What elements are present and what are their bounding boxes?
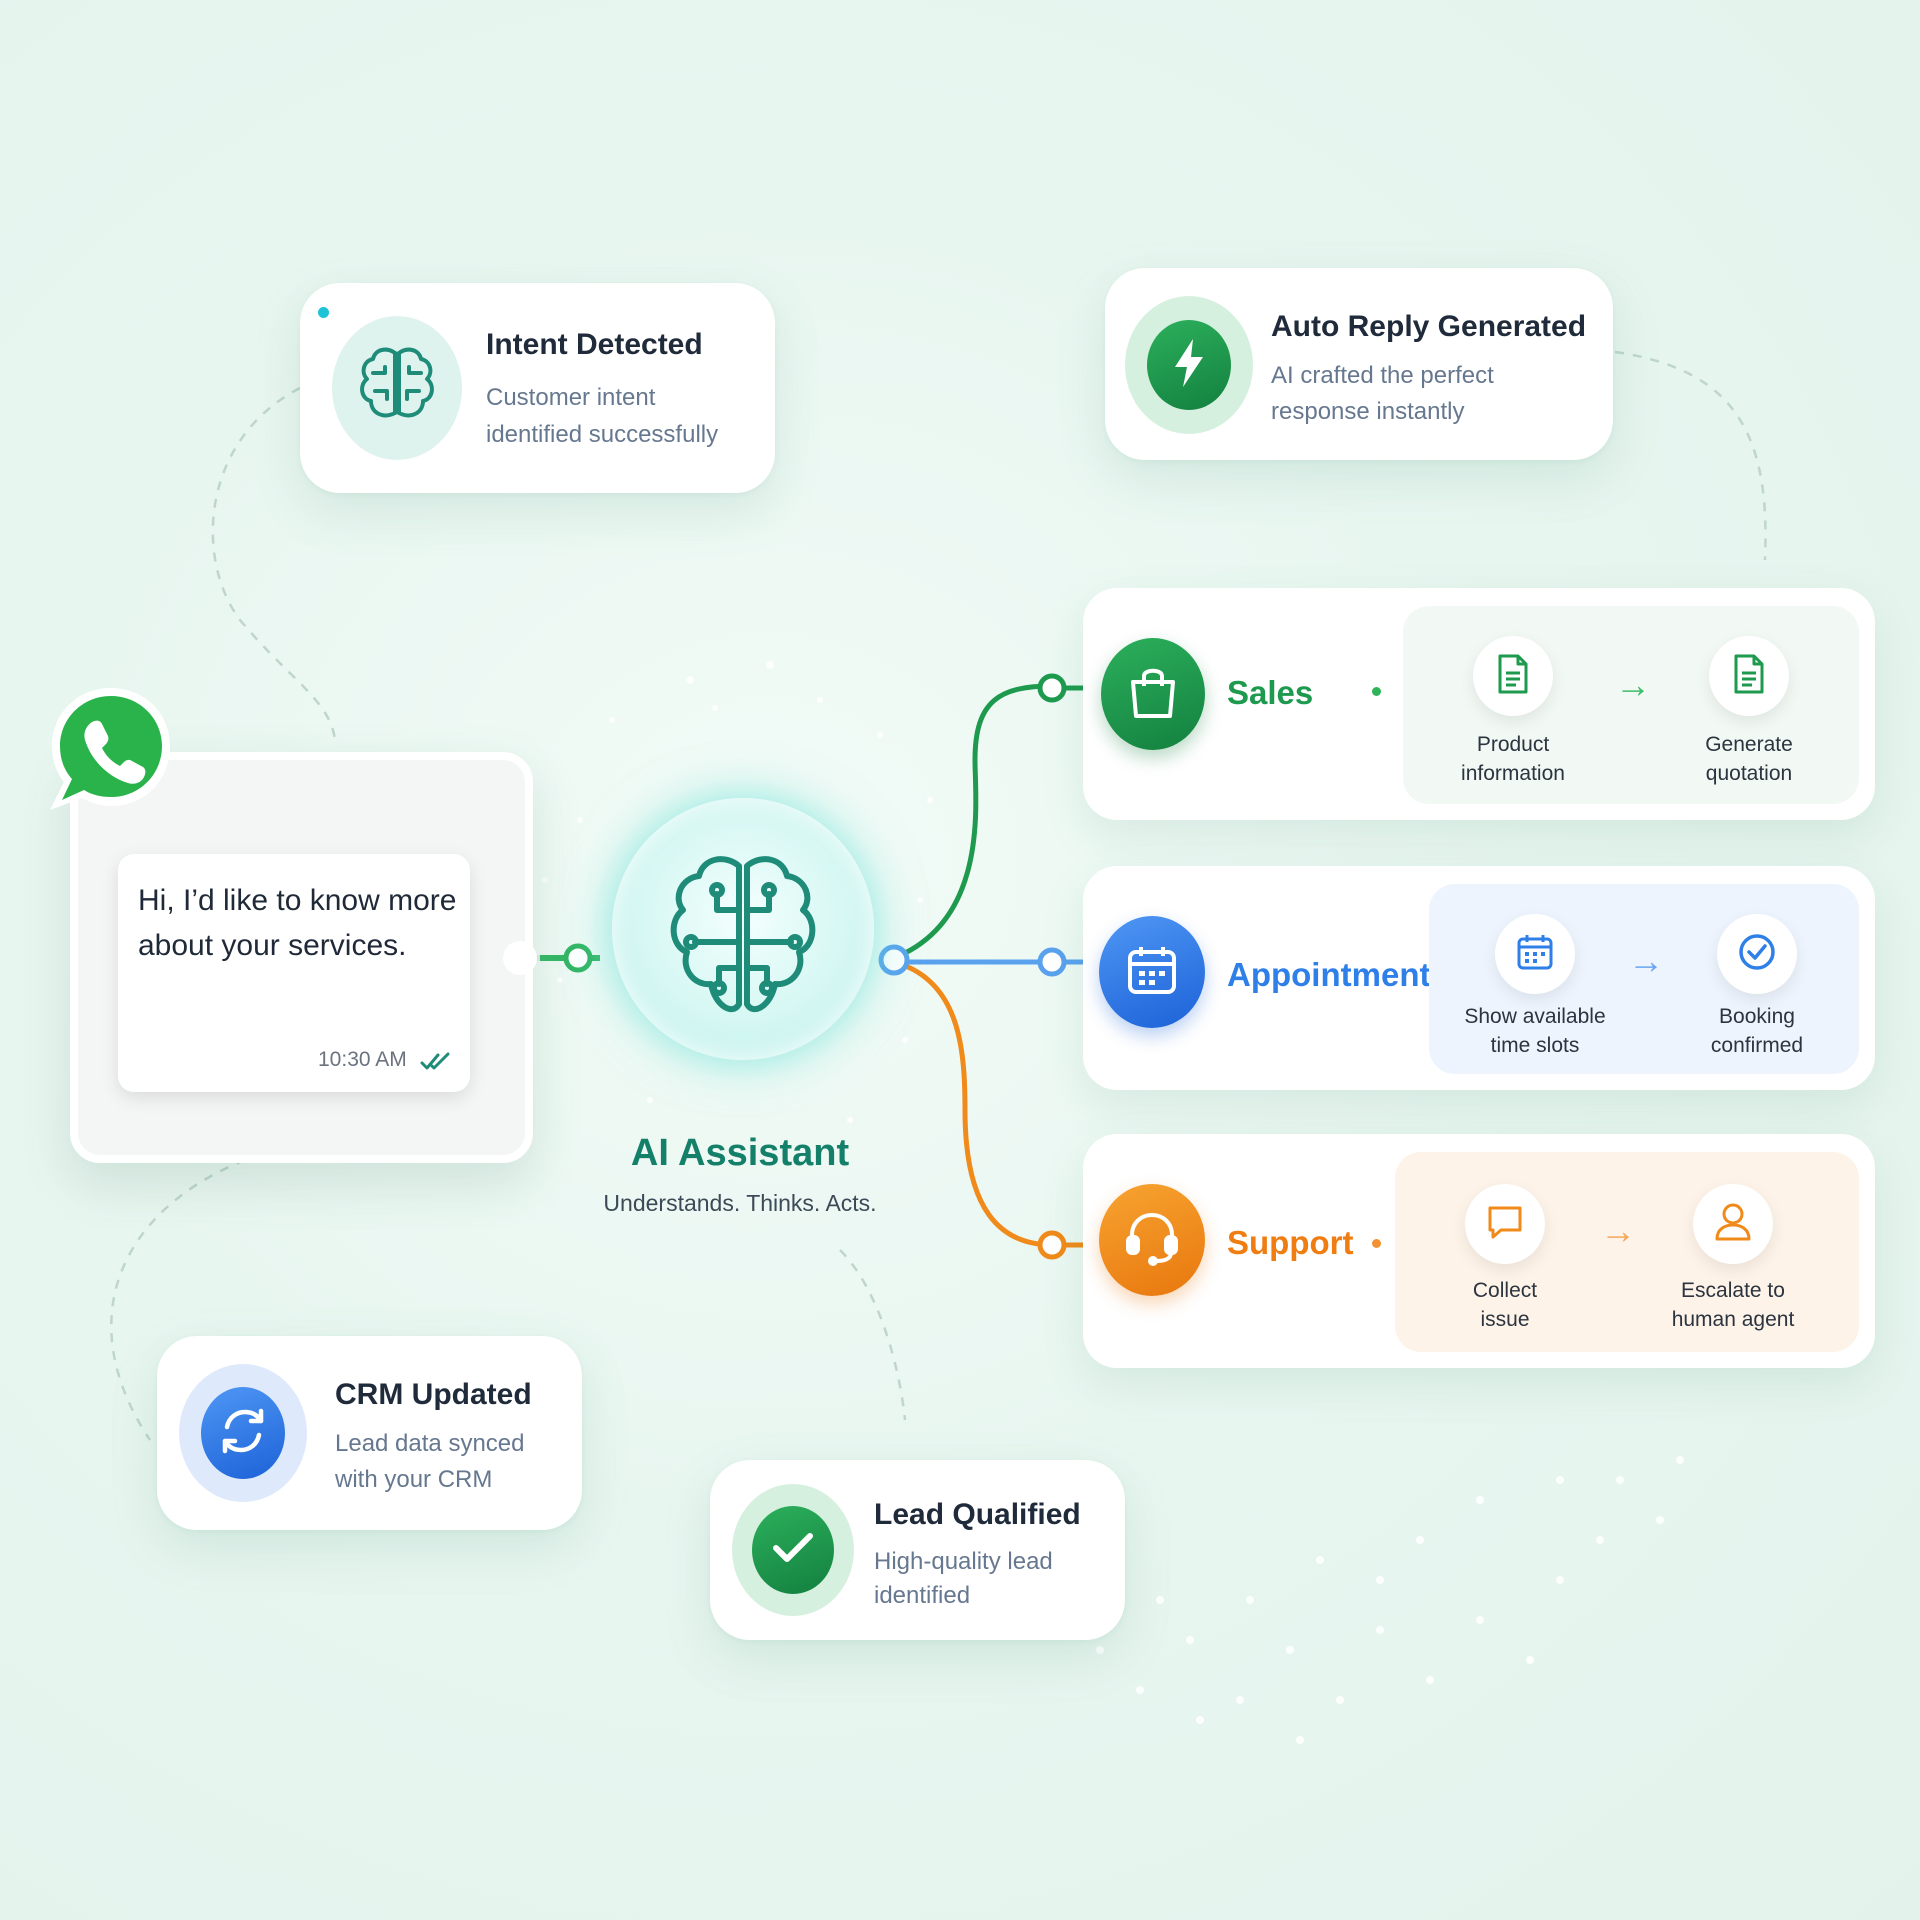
brain-circuit-icon [665,850,821,1031]
intent-line1: Customer intent [486,384,656,411]
shopping-bag-icon [1127,664,1179,725]
support-dot [1372,1239,1381,1248]
intent-title: Intent Detected [486,328,703,361]
sales-dot [1372,687,1381,696]
status-dot [318,307,329,318]
sales-arrow: → [1615,664,1651,705]
lightning-icon [1169,337,1209,394]
check-circle-icon [1737,932,1777,977]
sales-steps-panel [1403,606,1859,804]
crm-line1: Lead data synced [335,1430,525,1457]
intent-line2: identified successfully [486,421,719,448]
lead-qualified-card: Lead Qualified High-quality lead identif… [710,1460,1125,1640]
support-label: Support [1227,1224,1354,1261]
chat-bubble-icon [1485,1202,1525,1247]
calendar-icon [1126,944,1178,1001]
sales-step-1-line2: information [1461,762,1565,785]
appointment-step-2 [1717,914,1797,994]
appointment-step-1 [1495,914,1575,994]
crm-icon-halo [179,1364,307,1502]
ai-assistant-orb [612,798,874,1060]
auto-reply-line1: AI crafted the perfect [1271,362,1494,389]
crm-icon-core [201,1387,285,1479]
lead-line2: identified [874,1582,971,1609]
whatsapp-icon [46,684,176,814]
ai-assistant-title: AI Assistant [630,1132,850,1174]
brain-icon [357,343,437,434]
sales-step-2-line2: quotation [1705,762,1793,785]
intent-icon-halo [332,316,462,460]
auto-reply-icon-core [1147,320,1231,410]
appointment-step-2-line1: Booking [1719,1005,1795,1028]
ai-assistant-subtitle: Understands. Thinks. Acts. [603,1190,877,1216]
support-icon-circle [1099,1184,1205,1296]
support-step-2 [1693,1184,1773,1264]
sales-label: Sales [1227,674,1314,711]
lead-line1: High-quality lead [874,1548,1053,1575]
message-text: Hi, I’d like to know more about your ser… [138,884,457,962]
support-step-1-line1: Collect [1472,1279,1538,1302]
auto-reply-icon-halo [1125,296,1253,434]
message-bubble [118,854,470,1092]
message-time: 10:30 AM [318,1048,407,1071]
appointment-arrow: → [1628,940,1664,981]
sales-step-1 [1473,636,1553,716]
crm-title: CRM Updated [335,1378,532,1411]
calendar-icon [1516,933,1554,976]
user-icon [1713,1201,1753,1248]
support-step-1-line2: issue [1480,1308,1530,1331]
double-check-icon [420,1052,452,1077]
appointment-step-1-line1: Show available [1464,1005,1606,1028]
sales-card: Sales Product information → Generate quo… [1083,588,1875,820]
appointment-icon-circle [1099,916,1205,1028]
appointment-step-1-line2: time slots [1490,1034,1580,1057]
auto-reply-card: Auto Reply Generated AI crafted the perf… [1105,268,1613,460]
appointment-card: Appointment Show available time slots → … [1083,866,1875,1090]
intent-detected-card: Intent Detected Customer intent identifi… [300,283,775,493]
support-step-2-line2: human agent [1671,1308,1795,1331]
support-step-1 [1465,1184,1545,1264]
lead-icon-core [752,1506,834,1594]
document-icon [1732,653,1766,700]
crm-updated-card: CRM Updated Lead data synced with your C… [157,1336,582,1530]
sync-icon [217,1405,269,1462]
support-arrow: → [1600,1210,1636,1251]
appointment-step-2-line2: confirmed [1710,1034,1804,1057]
document-icon [1496,653,1530,700]
lead-icon-halo [732,1484,854,1616]
headset-icon [1124,1209,1180,1272]
sales-step-2-line1: Generate [1705,733,1793,756]
crm-line2: with your CRM [335,1466,493,1493]
auto-reply-title: Auto Reply Generated [1271,310,1587,343]
support-step-2-line1: Escalate to [1681,1279,1785,1302]
sales-step-2 [1709,636,1789,716]
sales-step-1-line1: Product [1476,733,1550,756]
lead-title: Lead Qualified [874,1498,1081,1531]
support-steps-panel [1395,1152,1859,1352]
check-icon [771,1530,815,1571]
auto-reply-line2: response instantly [1271,398,1465,425]
sales-icon-circle [1101,638,1205,750]
support-card: Support Collect issue → Escalate to huma… [1083,1134,1875,1368]
appointment-label: Appointment [1227,956,1431,993]
